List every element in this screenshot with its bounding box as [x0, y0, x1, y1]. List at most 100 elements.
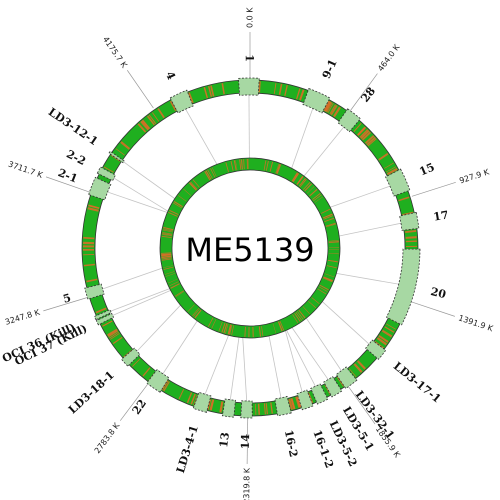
highlight-segment	[337, 108, 362, 133]
link-line	[268, 335, 282, 400]
link-line	[110, 290, 171, 317]
segment-label: 9-1	[320, 57, 340, 80]
highlight-segment	[310, 383, 329, 405]
outer-ring-mark	[353, 123, 362, 132]
outer-ring-mark	[296, 396, 302, 408]
inner-ring-mark	[207, 169, 213, 179]
outer-ring-mark	[146, 115, 155, 126]
link-line	[161, 320, 198, 376]
outer-ring-mark	[356, 126, 367, 136]
inner-ring-mark	[161, 257, 172, 260]
inner-ring-mark	[173, 202, 183, 209]
inner-ring-mark	[211, 167, 217, 177]
outer-ring-mark	[353, 363, 363, 373]
highlight-segment	[399, 211, 420, 231]
highlight-segment	[238, 77, 260, 96]
tick-line	[411, 301, 455, 317]
inner-ring-mark	[323, 215, 334, 220]
outer-ring-mark	[278, 83, 283, 95]
tick-line	[411, 182, 456, 197]
inner-ring-mark	[210, 168, 216, 178]
inner-ring-mark	[192, 179, 200, 188]
outer-ring-mark	[330, 104, 337, 115]
tick-label: 2783.8 K	[93, 421, 122, 456]
tick-label: 927.9 K	[458, 167, 491, 185]
highlight-segment	[120, 347, 141, 367]
inner-ring-mark	[163, 266, 174, 270]
highlight-segments	[84, 77, 421, 419]
inner-ring-mark	[168, 278, 178, 284]
segment-label: 4	[163, 69, 178, 82]
inner-ring-mark	[308, 300, 317, 309]
inner-ring-mark	[173, 201, 183, 208]
tick-label: 3711.7 K	[7, 160, 44, 181]
outer-ring-mark	[288, 398, 294, 410]
outer-ring-mark	[221, 83, 225, 95]
outer-ring-mark	[329, 104, 336, 115]
outer-ring-mark	[299, 89, 304, 101]
inner-ring-mark	[276, 163, 281, 174]
inner-ring-mark	[248, 326, 250, 337]
segment-label: 20	[429, 285, 447, 301]
link-line	[339, 222, 404, 237]
inner-ring-mark	[326, 265, 337, 269]
inner-ring-mark	[323, 277, 333, 282]
highlight-segment	[95, 312, 115, 326]
outer-ring-mark	[384, 162, 394, 169]
outer-ring-mark	[257, 403, 261, 415]
inner-ring-mark	[328, 253, 339, 255]
inner-ring-mark	[218, 321, 223, 332]
outer-ring-mark	[115, 148, 125, 156]
inner-ring-mark	[304, 183, 313, 192]
outer-ring-mark	[210, 85, 215, 97]
highlight-segment	[365, 339, 387, 360]
highlight-segment	[274, 395, 292, 417]
inner-ring-mark	[193, 308, 200, 317]
highlight-segment	[169, 89, 194, 114]
outer-ring-mark	[120, 141, 131, 150]
outer-ring-mark	[324, 101, 333, 113]
segment-label: LD3-18-1	[66, 368, 117, 416]
outer-ring-mark	[386, 167, 398, 176]
outer-ring-mark	[148, 114, 157, 124]
inner-ring-mark	[187, 304, 195, 312]
outer-ring-mark	[103, 166, 114, 173]
tick-line	[126, 70, 154, 109]
inner-ring-mark	[163, 226, 174, 231]
inner-ring-mark	[322, 213, 333, 219]
link-line	[291, 106, 314, 169]
outer-ring-mark	[207, 398, 211, 410]
inner-ring-mark	[161, 258, 172, 261]
inner-ring-mark	[320, 208, 331, 214]
inner-ring-mark	[225, 323, 229, 334]
outer-ring-mark	[137, 123, 147, 133]
inner-ring-mark	[165, 273, 176, 277]
outer-ring-mark	[405, 236, 417, 239]
inner-ring-mark	[323, 276, 333, 282]
link-line	[112, 176, 169, 212]
inner-ring-mark	[298, 309, 306, 319]
inner-ring-mark	[227, 324, 232, 335]
link-line	[121, 160, 175, 199]
outer-ring-mark	[132, 358, 141, 367]
inner-ring-outer-edge	[159, 157, 341, 339]
highlight-segment	[385, 248, 421, 326]
outer-ring-mark	[374, 341, 385, 349]
segment-label: 22	[130, 397, 149, 417]
outer-ring-mark	[366, 136, 376, 146]
inner-ring-mark	[240, 159, 243, 170]
segment-label: 2-1	[56, 166, 79, 185]
segment-label: LD3-17-1	[391, 360, 444, 406]
inner-ring-mark	[258, 326, 262, 337]
inner-ring-mark	[326, 223, 336, 228]
inner-ring-mark	[170, 283, 180, 289]
segment-label: 5	[62, 291, 73, 306]
outer-ring-mark	[187, 92, 194, 104]
highlight-segment	[84, 283, 105, 300]
inner-ring-mark	[175, 291, 185, 298]
outer-ring-mark	[88, 204, 100, 210]
outer-ring-mark	[102, 320, 113, 327]
outer-ring-mark	[255, 403, 257, 415]
inner-ring-mark	[231, 325, 235, 336]
